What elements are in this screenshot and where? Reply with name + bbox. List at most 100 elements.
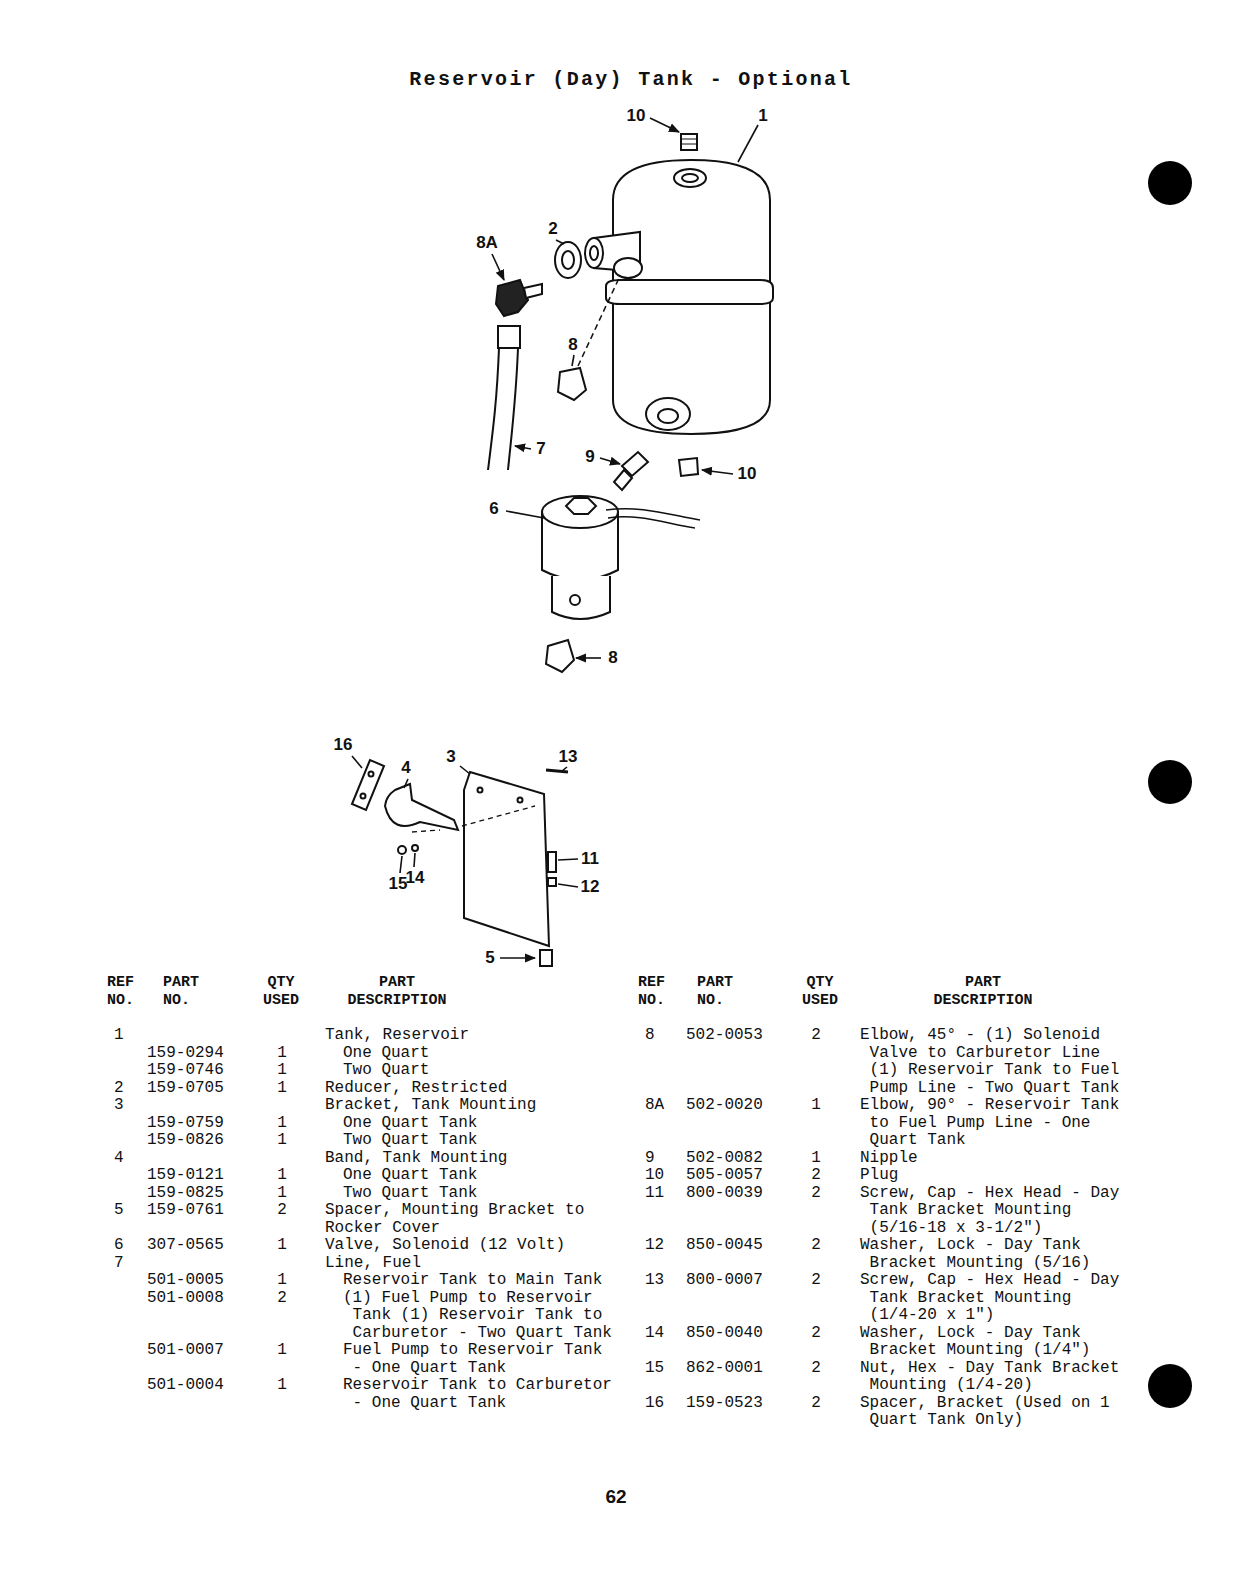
down-port: [614, 258, 642, 278]
part-description: Reservoir Tank to Carburetor - One Quart…: [343, 1377, 617, 1412]
solenoid-body: [552, 576, 610, 619]
quantity: 1: [262, 1377, 302, 1395]
callout-number: 2: [533, 218, 573, 240]
screw: [548, 852, 556, 872]
quantity: 1: [262, 1185, 302, 1203]
solenoid-top: [542, 496, 618, 528]
bracket-hole: [518, 798, 523, 803]
part-description: Two Quart Tank: [343, 1132, 617, 1150]
part-number: 159-0759: [147, 1115, 247, 1133]
part-number: 159-0826: [147, 1132, 247, 1150]
callout-number: 3: [431, 746, 471, 768]
spacer: [540, 950, 552, 966]
part-number: 505-0057: [686, 1167, 786, 1185]
callout-number: 14: [395, 867, 435, 889]
part-description: Valve, Solenoid (12 Volt): [325, 1237, 595, 1255]
part-description: Reservoir Tank to Main Tank: [343, 1272, 617, 1290]
part-description: Bracket, Tank Mounting: [325, 1097, 595, 1115]
lock-washer: [548, 878, 556, 886]
quantity: 2: [262, 1202, 302, 1220]
part-description: Nipple: [860, 1150, 1124, 1168]
part-number: 159-0761: [147, 1202, 247, 1220]
quantity: 2: [796, 1325, 836, 1343]
part-number: 850-0045: [686, 1237, 786, 1255]
quantity: 1: [262, 1132, 302, 1150]
quantity: 2: [262, 1290, 302, 1308]
ref-number: 13: [645, 1272, 685, 1290]
part-description: Elbow, 45° - (1) Solenoid Valve to Carbu…: [860, 1027, 1124, 1097]
part-description: (1) Fuel Pump to Reservoir Tank (1) Rese…: [343, 1290, 617, 1343]
callout-number: 9: [570, 446, 610, 468]
table-header: REF NO.: [638, 974, 683, 1009]
quantity: 2: [796, 1185, 836, 1203]
ref-number: 8A: [645, 1097, 685, 1115]
top-port: [674, 169, 706, 187]
screw: [546, 770, 568, 772]
part-number: 502-0020: [686, 1097, 786, 1115]
elbow-45: [558, 368, 586, 400]
assembly-line: [578, 276, 620, 366]
part-number: 502-0082: [686, 1150, 786, 1168]
callout-number: 4: [386, 757, 426, 779]
hex-nut: [398, 846, 406, 854]
hose-fitting: [498, 326, 520, 348]
page-number: 62: [596, 1485, 636, 1509]
ref-number: 10: [645, 1167, 685, 1185]
ref-number: 14: [645, 1325, 685, 1343]
quantity: 1: [262, 1115, 302, 1133]
part-number: 159-0705: [147, 1080, 247, 1098]
part-number: 800-0039: [686, 1185, 786, 1203]
quantity: 1: [796, 1097, 836, 1115]
elbow-thread: [524, 284, 542, 298]
reducer: [555, 242, 581, 278]
part-description: Fuel Pump to Reservoir Tank - One Quart …: [343, 1342, 617, 1377]
callout-number: 6: [474, 498, 514, 520]
page-title: Reservoir (Day) Tank - Optional: [231, 67, 1031, 93]
elbow-45: [546, 640, 574, 672]
spacer-hole: [369, 772, 374, 777]
callout-number: 16: [323, 734, 363, 756]
callout-number: 5: [470, 947, 510, 969]
plug: [679, 458, 698, 476]
part-description: Screw, Cap - Hex Head - Day Tank Bracket…: [860, 1272, 1124, 1325]
part-description: Plug: [860, 1167, 1124, 1185]
callout-number: 13: [548, 746, 588, 768]
quantity: 1: [262, 1272, 302, 1290]
part-number: 850-0040: [686, 1325, 786, 1343]
solenoid-port: [570, 595, 580, 605]
quantity: 2: [796, 1395, 836, 1413]
part-number: 501-0007: [147, 1342, 247, 1360]
ref-number: 9: [645, 1150, 685, 1168]
bracket-hole: [478, 788, 483, 793]
ref-number: 16: [645, 1395, 685, 1413]
table-header: PART NO.: [697, 974, 747, 1009]
part-description: Two Quart Tank: [343, 1185, 617, 1203]
plug-thread: [681, 139, 697, 144]
ref-number: 11: [645, 1185, 685, 1203]
quantity: 2: [796, 1167, 836, 1185]
quantity: 1: [262, 1167, 302, 1185]
callout-number: 12: [570, 876, 610, 898]
callout-number: 10: [616, 105, 656, 127]
part-number: 800-0007: [686, 1272, 786, 1290]
lock-washer: [412, 845, 418, 851]
spacer-bracket: [352, 760, 384, 810]
quantity: 1: [262, 1080, 302, 1098]
mounting-bracket: [464, 772, 549, 946]
ref-number: 7: [114, 1255, 154, 1273]
callout-number: 10: [727, 463, 767, 485]
part-description: Two Quart: [343, 1062, 617, 1080]
quantity: 1: [262, 1045, 302, 1063]
spacer-hole: [361, 794, 366, 799]
part-number: 501-0005: [147, 1272, 247, 1290]
nipple-thread: [614, 470, 632, 490]
part-number: 307-0565: [147, 1237, 247, 1255]
part-description: Nut, Hex - Day Tank Bracket Mounting (1/…: [860, 1360, 1124, 1395]
part-description: Line, Fuel: [325, 1255, 595, 1273]
tank-band-ring: [606, 280, 773, 304]
part-description: Reducer, Restricted: [325, 1080, 595, 1098]
part-number: 502-0053: [686, 1027, 786, 1045]
solenoid-nut: [566, 498, 596, 514]
callout-number: 8: [553, 334, 593, 356]
quantity: 2: [796, 1272, 836, 1290]
